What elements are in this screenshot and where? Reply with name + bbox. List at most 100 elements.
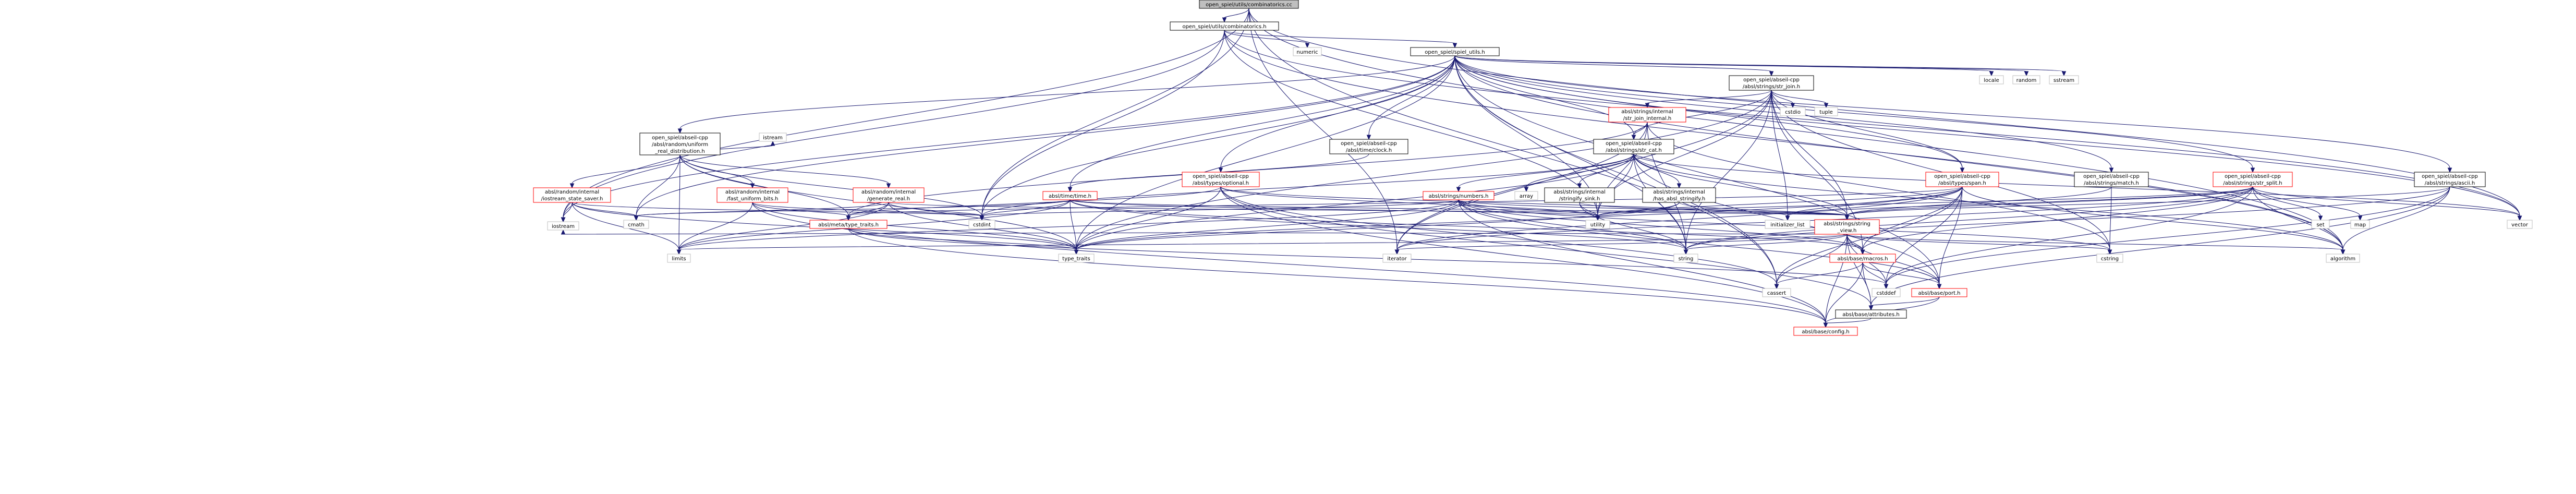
node-cmath[interactable]: cmath	[623, 220, 649, 229]
node-cstddef[interactable]: cstddef	[1872, 288, 1901, 297]
svg-text:_view.h: _view.h	[1837, 228, 1857, 234]
node-cassert[interactable]: cassert	[1762, 288, 1791, 297]
node-iostream-state-saver-h[interactable]: absl/random/internal/iostream_state_save…	[533, 187, 611, 203]
edge-strsplit-to-vector	[2252, 186, 2520, 216]
edge-strsplit-to-initlist	[1787, 186, 2253, 216]
node-numbers-h[interactable]: absl/strings/numbers.h	[1423, 191, 1494, 200]
edge-optional-to-typetraits	[848, 186, 1221, 216]
svg-text:random: random	[2016, 78, 2037, 83]
svg-text:absl/strings/internal: absl/strings/internal	[1653, 189, 1705, 195]
edge-span-to-iterator	[1396, 186, 1963, 250]
edge-strcat-to-utility	[1597, 153, 1634, 216]
node-uniform-real-distribution-h[interactable]: open_spiel/abseil-cpp/absl/random/unifor…	[639, 132, 721, 155]
edge-optional-to-attributes	[1220, 186, 1872, 306]
node-combinatorics-h[interactable]: open_spiel/utils/combinatorics.h	[1170, 21, 1279, 31]
arrowhead-strsplit-to-initlist	[1785, 215, 1790, 221]
edge-macros-to-cassert	[1776, 262, 1863, 285]
svg-text:absl/strings/numbers.h: absl/strings/numbers.h	[1429, 194, 1489, 199]
node-map[interactable]: map	[2350, 220, 2370, 229]
edge-combh-to-utility	[1224, 30, 1598, 216]
node-string[interactable]: string	[1673, 254, 1698, 263]
edge-strcat-to-stringify	[1579, 153, 1634, 184]
edge-combh-to-cstdint	[981, 30, 1225, 216]
node-locale[interactable]: locale	[1979, 75, 2004, 85]
svg-text:absl/random/internal: absl/random/internal	[545, 189, 599, 195]
node-array[interactable]: array	[1514, 191, 1538, 200]
edge-strview-to-config	[1825, 234, 1848, 323]
node-istream[interactable]: istream	[759, 132, 787, 142]
edge-time-to-cstdint	[981, 199, 1071, 216]
svg-text:absl/time/time.h: absl/time/time.h	[1049, 194, 1091, 199]
node-algorithm[interactable]: algorithm	[2326, 254, 2360, 263]
edge-strcat-to-strview	[1633, 153, 1848, 216]
svg-text:/fast_uniform_bits.h: /fast_uniform_bits.h	[727, 196, 779, 202]
node-iterator[interactable]: iterator	[1382, 254, 1412, 263]
node-type-traits-h[interactable]: absl/meta/type_traits.h	[809, 220, 888, 229]
node-spiel-utils-h[interactable]: open_spiel/spiel_utils.h	[1410, 47, 1500, 56]
edge-spiel-to-ascii	[1454, 55, 2450, 168]
node-has-absl-stringify-h[interactable]: absl/strings/internal/has_absl_stringify…	[1642, 187, 1716, 203]
arrowhead-strjoin-to-strjoinint	[1645, 103, 1650, 109]
edge-urd-to-iostate	[572, 154, 681, 184]
edge-strcat-to-array	[1526, 153, 1634, 188]
arrowhead-macros-to-port	[1937, 284, 1942, 290]
node-initializer-list[interactable]: initializer_list	[1765, 220, 1811, 229]
node-port-h[interactable]: absl/base/port.h	[1911, 288, 1967, 297]
svg-text:/generate_real.h: /generate_real.h	[867, 196, 910, 202]
edge-fastuni-to-typetraits	[752, 202, 849, 216]
edge-strcat-to-cstdint	[981, 153, 1634, 216]
node-utility[interactable]: utility	[1585, 220, 1610, 229]
node-span-h[interactable]: open_spiel/abseil-cpp/absl/types/span.h	[1925, 172, 1999, 187]
node-time-h[interactable]: absl/time/time.h	[1042, 191, 1098, 200]
edge-combh-to-iostream	[563, 30, 1225, 218]
node-numeric[interactable]: numeric	[1293, 47, 1322, 56]
svg-text:open_spiel/utils/combinatorics: open_spiel/utils/combinatorics.h	[1182, 24, 1266, 30]
node-ascii-h[interactable]: open_spiel/abseil-cpp/absl/strings/ascii…	[2414, 172, 2486, 187]
node-attributes-h[interactable]: absl/base/attributes.h	[1835, 309, 1907, 319]
edge-strsplit-to-cstddef	[1886, 186, 2253, 285]
node-generate-real-h[interactable]: absl/random/internal/generate_real.h	[853, 187, 925, 203]
edge-typetraits-to-cstddef	[848, 228, 1887, 285]
svg-text:open_spiel/abseil-cpp: open_spiel/abseil-cpp	[1193, 174, 1249, 179]
node-random[interactable]: random	[2012, 75, 2040, 85]
edge-urd-to-cmath	[636, 154, 681, 216]
node-stringify-sink-h[interactable]: absl/strings/internal/stringify_sink.h	[1544, 187, 1615, 203]
node-tuple[interactable]: tuple	[1814, 107, 1838, 116]
node-sstream[interactable]: sstream	[2049, 75, 2079, 85]
edges-layer	[561, 8, 2522, 328]
node-str-join-h[interactable]: open_spiel/abseil-cpp/absl/strings/str_j…	[1729, 75, 1814, 91]
node-type-traits[interactable]: type_traits	[1058, 254, 1095, 263]
svg-text:cstddef: cstddef	[1877, 291, 1896, 296]
node-set[interactable]: set	[2311, 220, 2330, 229]
node-optional-h[interactable]: open_spiel/abseil-cpp/absl/types/optiona…	[1182, 172, 1260, 187]
node-macros-h[interactable]: absl/base/macros.h	[1829, 254, 1896, 263]
node-root[interactable]: open_spiel/utils/combinatorics.cc	[1199, 0, 1299, 9]
node-vector[interactable]: vector	[2507, 220, 2533, 229]
node-match-h[interactable]: open_spiel/abseil-cpp/absl/strings/match…	[2074, 172, 2149, 187]
edge-strjoin-to-span	[1771, 90, 1963, 168]
node-iostream[interactable]: iostream	[547, 221, 579, 231]
node-fast-uniform-bits-h[interactable]: absl/random/internal/fast_uniform_bits.h	[716, 187, 788, 203]
node-clock-h[interactable]: open_spiel/abseil-cpp/absl/time/clock.h	[1329, 139, 1408, 154]
node-str-cat-h[interactable]: open_spiel/abseil-cpp/absl/strings/str_c…	[1593, 139, 1674, 154]
arrowhead-strjoin-to-tuple	[1824, 103, 1829, 109]
edge-ascii-to-cstddef	[1886, 186, 2450, 285]
edge-stringify-to-string	[1579, 202, 1686, 250]
node-cstdint[interactable]: cstdint	[968, 220, 995, 229]
arrowhead-span-to-typetraits	[846, 215, 851, 221]
arrowhead-strview-to-cstring	[2107, 249, 2112, 255]
edge-span-to-typetraits	[848, 186, 1963, 216]
edge-spiel-to-locale	[1454, 55, 1992, 72]
node-string-view-h[interactable]: absl/strings/string_view.h	[1814, 219, 1880, 235]
svg-text:type_traits: type_traits	[1062, 256, 1090, 262]
node-config-h[interactable]: absl/base/config.h	[1793, 327, 1858, 336]
node-str-split-h[interactable]: open_spiel/abseil-cpp/absl/strings/str_s…	[2213, 172, 2293, 187]
arrowhead-urd-to-istream	[770, 140, 775, 146]
arrowhead-strcat-to-array	[1524, 187, 1529, 192]
node-cstring[interactable]: cstring	[2096, 254, 2123, 263]
svg-text:set: set	[2316, 222, 2324, 228]
node-limits[interactable]: limits	[667, 254, 691, 263]
node-cstdio[interactable]: cstdio	[1780, 107, 1806, 116]
node-str-join-internal-h[interactable]: absl/strings/internal/str_join_internal.…	[1608, 107, 1686, 123]
svg-text:cassert: cassert	[1767, 291, 1786, 296]
